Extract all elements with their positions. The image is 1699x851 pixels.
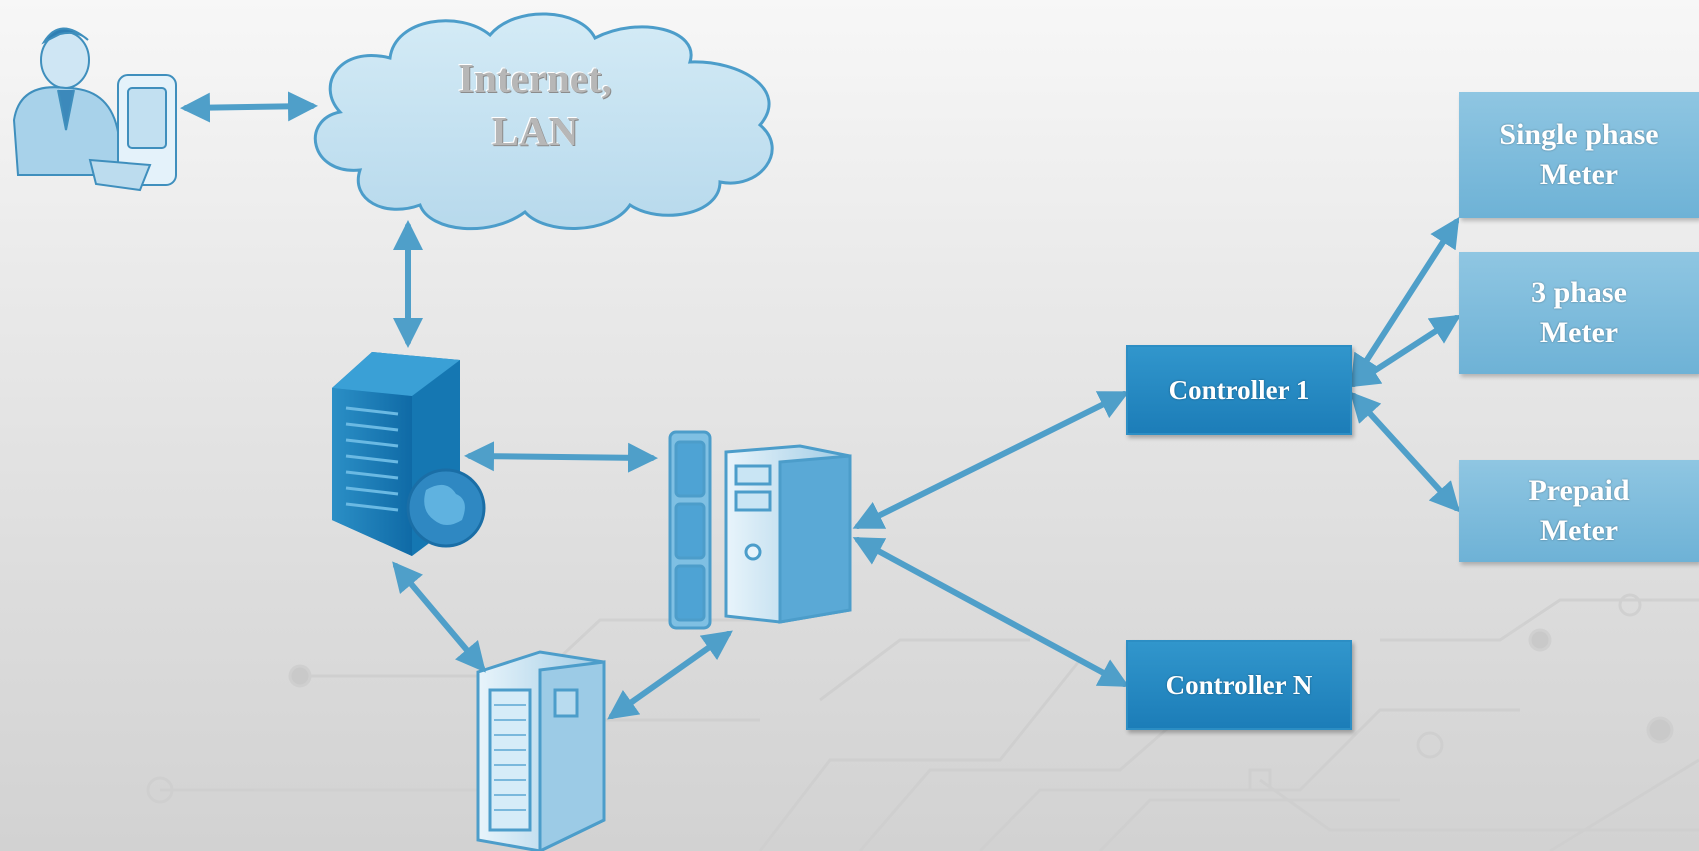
three-phase-meter-label-line-1: 3 phase <box>1531 275 1627 309</box>
controller-n-box: Controller N <box>1126 640 1352 730</box>
arrow-webserver-database <box>392 561 486 673</box>
controller-1-label: Controller 1 <box>1168 374 1310 405</box>
database-server-icon <box>476 650 606 851</box>
single-phase-meter-label-line-2: Meter <box>1539 158 1619 191</box>
three-phase-meter-label-line-2: Meter <box>1539 316 1619 349</box>
single-phase-meter-box: Single phase Meter <box>1459 92 1699 218</box>
arrow-controller-1-single-phase <box>1350 216 1460 386</box>
controller-1-box: Controller 1 <box>1126 345 1352 435</box>
arrow-controller-1-prepaid <box>1349 391 1461 513</box>
arrow-database-desktop <box>607 630 733 720</box>
arrow-user-cloud <box>180 91 318 123</box>
connector-arrows <box>180 91 1462 720</box>
prepaid-meter-label-line-1: Prepaid <box>1528 473 1630 507</box>
cloud-label-line-1: Internet, <box>458 55 612 101</box>
web-server-icon <box>332 352 486 556</box>
prepaid-meter-box: Prepaid Meter <box>1459 460 1699 562</box>
user-at-workstation-icon <box>12 27 177 192</box>
cloud-label-line-2: LAN <box>491 108 579 155</box>
controller-n-label: Controller N <box>1165 669 1313 700</box>
cloud-label: Internet, LAN <box>395 52 675 159</box>
arrow-controller-1-three-phase <box>1348 314 1462 388</box>
prepaid-meter-label-line-2: Meter <box>1539 514 1619 547</box>
arrow-desktop-controller-n <box>852 537 1130 687</box>
cloud-icon <box>313 12 774 231</box>
arrow-webserver-desktop <box>464 441 658 473</box>
arrow-desktop-controller-1 <box>852 391 1130 529</box>
circuit-background <box>146 593 1699 851</box>
three-phase-meter-box: 3 phase Meter <box>1459 252 1699 374</box>
desktop-computer-icon <box>668 430 852 630</box>
single-phase-meter-label-line-1: Single phase <box>1499 117 1659 151</box>
